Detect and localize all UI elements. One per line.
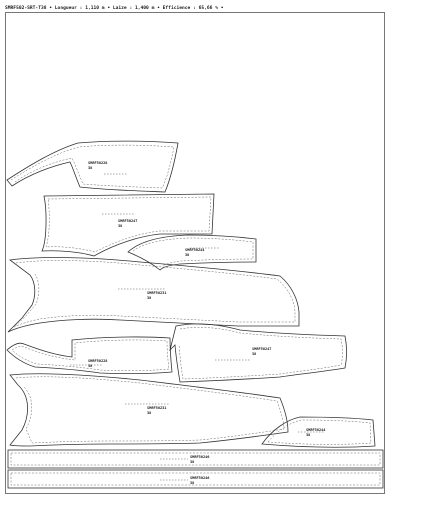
pattern-piece-p1: SMRF50228 38: [6, 140, 179, 193]
piece-size: 38: [252, 352, 256, 356]
piece-ref: SMRF50231: [147, 291, 166, 295]
piece-ref: SMRF50228: [88, 359, 107, 363]
seam-line: [11, 339, 170, 371]
piece-size: 38: [147, 411, 151, 415]
pattern-piece-p6: SMRF50228 38: [6, 336, 173, 375]
seam-line: [267, 419, 372, 445]
piece-size: 38: [88, 364, 92, 368]
seam-line: [178, 327, 343, 380]
marker-header: SMRF502-SRT-T38 • Longueur : 1,110 m • L…: [5, 6, 224, 11]
piece-outline: [9, 373, 289, 447]
piece-size: 38: [190, 481, 194, 485]
piece-size: 38: [190, 460, 194, 464]
piece-size: 38: [306, 433, 310, 437]
piece-outline: [169, 323, 347, 383]
piece-size: 38: [185, 253, 189, 257]
piece-ref: SMRF50247: [252, 347, 271, 351]
seam-line: [10, 144, 175, 189]
pattern-piece-p7: SMRF50231 38: [9, 373, 289, 447]
pattern-piece-p9: SMRF50246 38: [7, 449, 384, 469]
pattern-piece-p8: SMRF50244 38: [261, 416, 376, 448]
seam-line: [132, 237, 254, 267]
piece-outline: [6, 140, 179, 193]
seam-line: [45, 196, 212, 253]
seam-line: [10, 452, 381, 466]
piece-outline: [7, 469, 384, 489]
piece-outline: [6, 336, 173, 375]
pattern-piece-p5: SMRF50247 38: [169, 323, 347, 383]
piece-outline: [41, 193, 215, 257]
piece-ref: SMRF50228: [88, 161, 107, 165]
piece-ref: SMRF50231: [147, 406, 166, 410]
piece-outline: [127, 234, 257, 271]
pattern-piece-p4: SMRF50231 38: [7, 257, 300, 333]
seam-line: [15, 376, 285, 444]
piece-ref: SMRF50246: [190, 476, 209, 480]
seam-line: [13, 260, 296, 328]
seam-line: [10, 472, 381, 486]
piece-outline: [261, 416, 376, 448]
piece-ref: SMRF50244: [185, 248, 204, 252]
piece-size: 38: [118, 224, 122, 228]
piece-ref: SMRF50246: [190, 455, 209, 459]
pattern-piece-p2: SMRF50247 38: [41, 193, 215, 257]
piece-size: 38: [147, 296, 151, 300]
piece-size: 38: [88, 166, 92, 170]
pattern-piece-p3: SMRF50244 38: [127, 234, 257, 271]
pattern-piece-p10: SMRF50246 38: [7, 469, 384, 489]
piece-ref: SMRF50244: [306, 428, 325, 432]
piece-outline: [7, 449, 384, 469]
fabric-border: [5, 12, 385, 494]
piece-ref: SMRF50247: [118, 219, 137, 223]
